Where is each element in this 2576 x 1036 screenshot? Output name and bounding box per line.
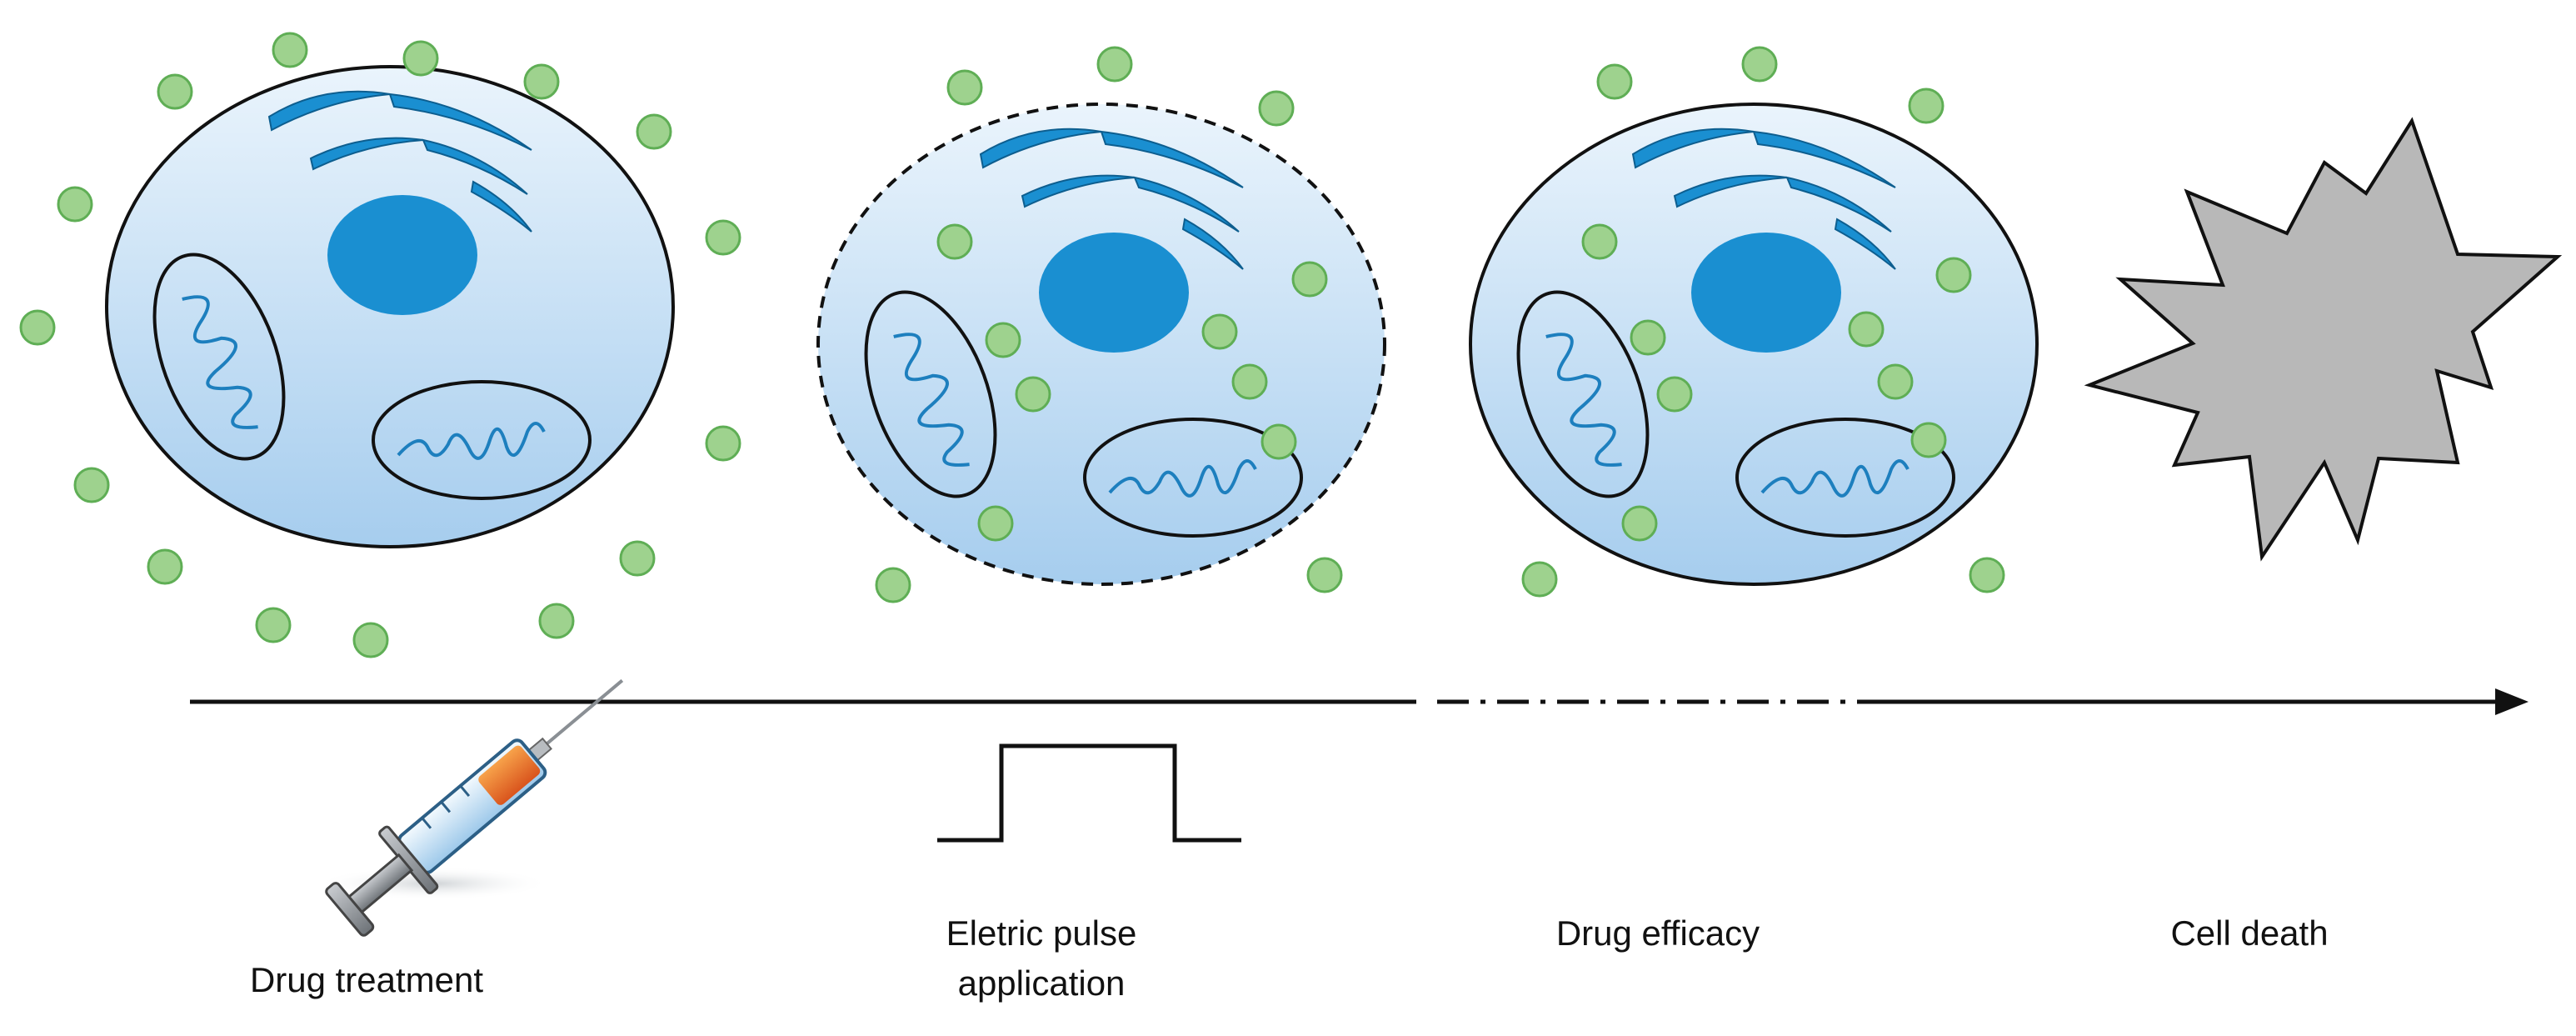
cell-resealed — [1469, 103, 2039, 586]
drug-particle — [946, 69, 983, 106]
drug-particle — [1935, 257, 1972, 293]
stage-label-cell-death: Cell death — [2170, 913, 2329, 953]
drug-particle — [1877, 363, 1914, 400]
cell-permeabilized — [816, 103, 1386, 586]
stage-label-drug-treatment: Drug treatment — [249, 960, 484, 999]
stage-label-drug-efficacy: Drug efficacy — [1555, 913, 1760, 953]
drug-particle — [157, 73, 193, 110]
drug-particle — [1656, 376, 1693, 413]
drug-particle — [1969, 557, 2005, 593]
drug-particle — [1908, 88, 1944, 124]
drug-particles — [19, 32, 2005, 658]
square-pulse-icon — [937, 743, 1241, 843]
timeline-arrow — [190, 688, 2529, 715]
drug-particle — [523, 63, 560, 100]
drug-particle — [1096, 46, 1133, 83]
drug-particle — [977, 505, 1014, 542]
drug-particle — [538, 603, 575, 639]
syringe-icon — [317, 678, 624, 937]
drug-particle — [1261, 423, 1297, 460]
dead-cell-burst — [2084, 117, 2563, 562]
drug-particle — [1521, 561, 1558, 598]
drug-particle — [352, 622, 389, 658]
drug-particle — [19, 309, 56, 346]
drug-particle — [985, 322, 1021, 358]
drug-particle — [1581, 223, 1618, 260]
drug-particle — [636, 113, 672, 150]
drug-particle — [1910, 422, 1947, 458]
drug-particle — [73, 467, 110, 503]
drug-particle — [875, 567, 911, 603]
drug-particle — [705, 425, 741, 462]
drug-particle — [1201, 313, 1238, 350]
drug-particle — [1258, 90, 1295, 127]
drug-particle — [705, 219, 741, 256]
drug-particle — [402, 40, 439, 77]
stage-label-electric-pulse: Eletric pulse application — [946, 913, 1137, 1003]
drug-particle — [1306, 557, 1343, 593]
drug-particle — [272, 32, 308, 68]
drug-particle — [1291, 261, 1328, 298]
drug-particle — [147, 548, 183, 585]
drug-particle — [1015, 376, 1051, 413]
drug-particle — [255, 607, 292, 643]
drug-particle — [1596, 63, 1633, 100]
drug-particle — [57, 186, 93, 223]
cell-intact — [105, 65, 675, 548]
drug-particle — [1231, 363, 1268, 400]
drug-particle — [1621, 505, 1658, 542]
drug-particle — [619, 540, 656, 577]
drug-particle — [1741, 46, 1778, 83]
drug-particle — [1848, 311, 1885, 348]
drug-particle — [936, 223, 973, 260]
drug-particle — [1630, 319, 1666, 356]
